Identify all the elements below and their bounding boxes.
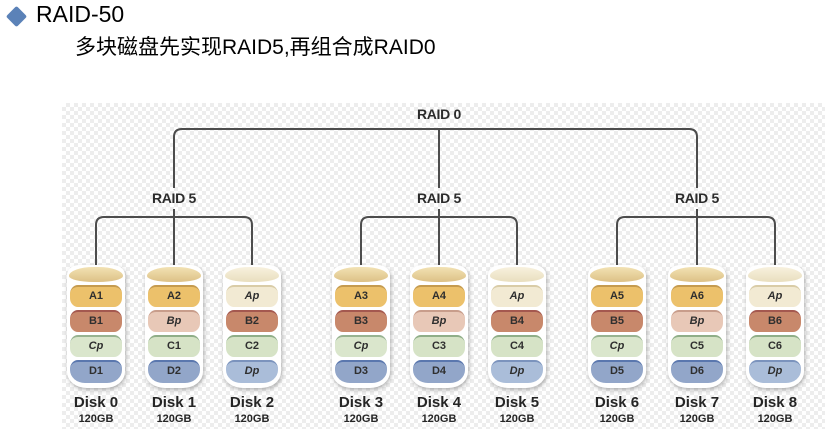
disk-name: Disk 6 [594,394,640,411]
disk-block: C2 [226,335,278,357]
disk-block: A5 [591,285,643,307]
disk-block: B5 [591,310,643,332]
disk-block: A6 [671,285,723,307]
disk-top-cap-icon [490,267,544,282]
disk-block: Ap [749,285,801,307]
disk-size: 120GB [599,412,635,425]
disk-block: A4 [413,285,465,307]
disk-top-cap-icon [412,267,466,282]
disk-size: 120GB [234,412,270,425]
disk-top-cap-icon [670,267,724,282]
disk-block: D5 [591,360,643,383]
disk-block: D2 [148,360,200,383]
disk-block: Cp [70,335,122,357]
disk-block: A3 [335,285,387,307]
disk-top-cap-icon [147,267,201,282]
disk-block: Bp [671,310,723,332]
disk-top-cap-icon [69,267,123,282]
disk-block: Ap [491,285,543,307]
disk-block: D3 [335,360,387,383]
disk-block: Cp [335,335,387,357]
disk-block: C3 [413,335,465,357]
disk-name: Disk 7 [674,394,720,411]
page-title: RAID-50 [36,1,125,27]
disk-block: B3 [335,310,387,332]
disk-block: B2 [226,310,278,332]
disk-name: Disk 0 [73,394,119,411]
disk-name: Disk 3 [338,394,384,411]
disk-block: A1 [70,285,122,307]
disk-block: D4 [413,360,465,383]
disk-name: Disk 5 [494,394,540,411]
disk-size: 120GB [499,412,535,425]
disk-block: C5 [671,335,723,357]
disk-block: D6 [671,360,723,383]
disk-top-cap-icon [748,267,802,282]
disk-size: 120GB [78,412,114,425]
disk-block: Bp [148,310,200,332]
raid5-label-3: RAID 5 [674,190,720,206]
disk-name: Disk 8 [752,394,798,411]
disk-size: 120GB [757,412,793,425]
disk-block: Cp [591,335,643,357]
disk-top-cap-icon [590,267,644,282]
raid0-label: RAID 0 [416,106,462,122]
disk-block: Ap [226,285,278,307]
disk-size: 120GB [156,412,192,425]
disk-block: B1 [70,310,122,332]
disk-size: 120GB [679,412,715,425]
disk-top-cap-icon [225,267,279,282]
disk-size: 120GB [421,412,457,425]
disk-block: Bp [413,310,465,332]
disk-block: Dp [491,360,543,383]
disk-size: 120GB [343,412,379,425]
disk-block: C4 [491,335,543,357]
disk-block: C1 [148,335,200,357]
disk-block: C6 [749,335,801,357]
diamond-bullet-icon [5,5,28,28]
disk-block: B4 [491,310,543,332]
disk-top-cap-icon [334,267,388,282]
disk-block: A2 [148,285,200,307]
disk-block: B6 [749,310,801,332]
raid5-label-1: RAID 5 [151,190,197,206]
disk-name: Disk 2 [229,394,275,411]
raid5-label-2: RAID 5 [416,190,462,206]
disk-name: Disk 4 [416,394,462,411]
disk-block: D1 [70,360,122,383]
disk-block: Dp [226,360,278,383]
disk-name: Disk 1 [151,394,197,411]
subtitle: 多块磁盘先实现RAID5,再组合成RAID0 [75,36,436,59]
disk-block: Dp [749,360,801,383]
